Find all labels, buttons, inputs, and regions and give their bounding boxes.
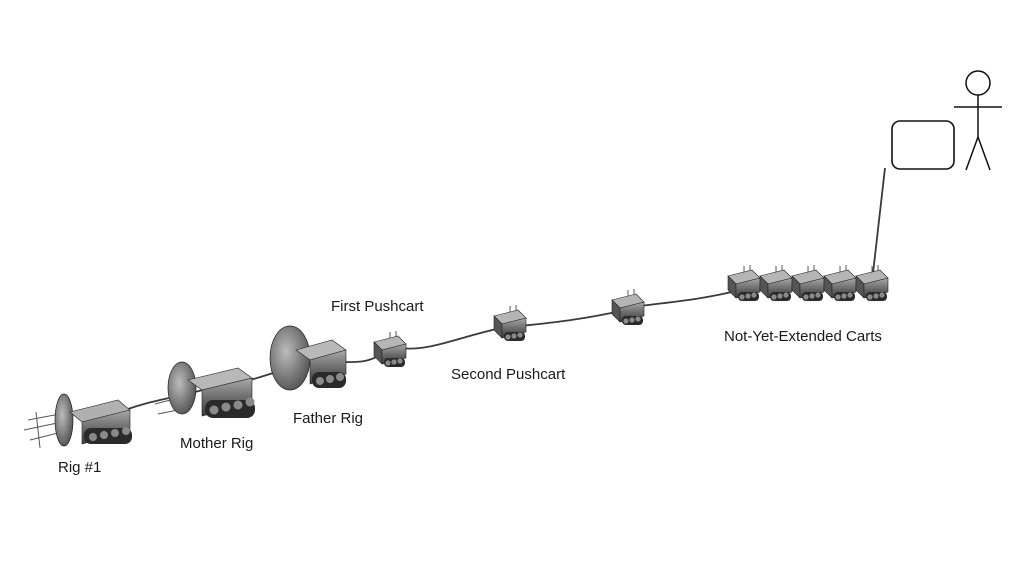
pushcart-machine: [611, 288, 645, 326]
mother-rig-machine: [154, 361, 255, 418]
cart-machine: [727, 264, 761, 302]
cart-machine: [791, 264, 825, 302]
label-first-pushcart: First Pushcart: [331, 298, 424, 315]
first-pushcart-machine: [373, 330, 407, 368]
label-second-pushcart: Second Pushcart: [451, 366, 566, 383]
father-rig-machine: [269, 325, 347, 391]
second-pushcart-machine: [493, 304, 527, 342]
label-mother-rig: Mother Rig: [180, 435, 254, 452]
cart-machine: [759, 264, 793, 302]
label-rig-1: Rig #1: [58, 459, 102, 476]
monitor-icon: [891, 120, 955, 170]
not-yet-extended-carts-group: [727, 264, 889, 302]
cart-machine: [823, 264, 857, 302]
stick-figure-icon: [954, 70, 1002, 171]
label-father-rig: Father Rig: [293, 410, 364, 427]
cart-machine: [855, 264, 889, 302]
label-not-yet-extended-carts: Not-Yet-Extended Carts: [724, 328, 882, 345]
rig-1-machine: [23, 393, 132, 449]
